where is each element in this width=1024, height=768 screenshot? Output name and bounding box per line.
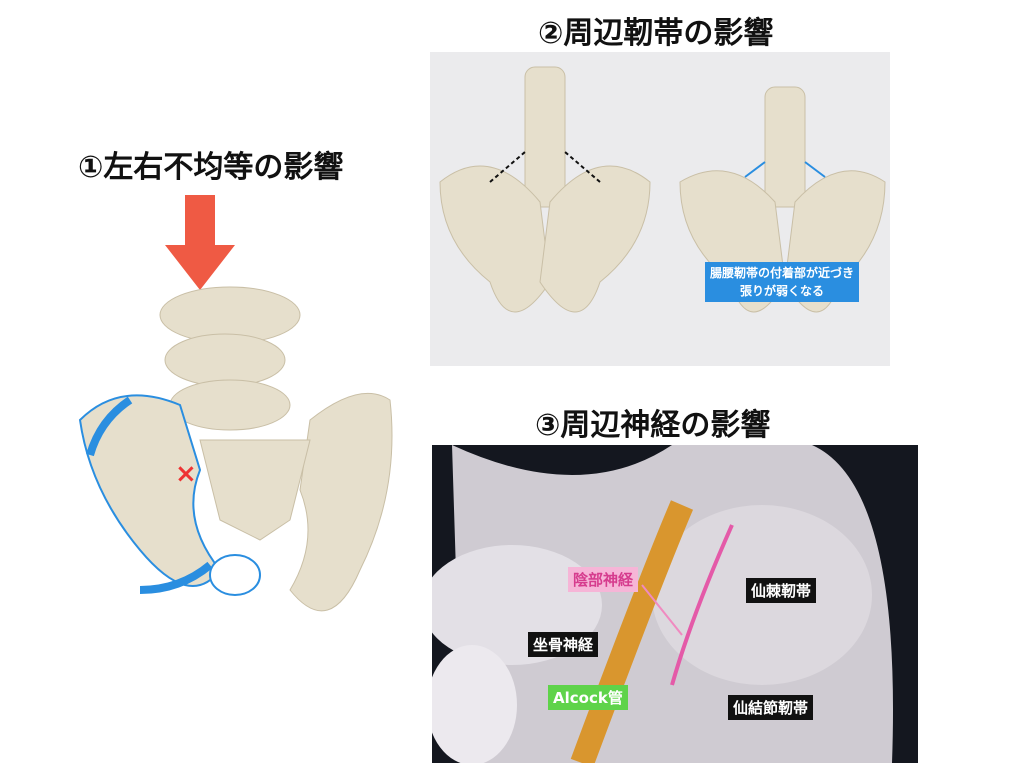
rotation-arrow-icon [86, 396, 133, 457]
ligament-illustration: 腸腰靭帯の付着部が近づき 張りが弱くなる [430, 52, 890, 366]
note-line-1: 腸腰靭帯の付着部が近づき [710, 266, 855, 280]
iliolumbar-note: 腸腰靭帯の付着部が近づき 張りが弱くなる [705, 262, 860, 302]
section1-title: ①左右不均等の影響 [78, 150, 344, 185]
section2-title: ②周辺靭帯の影響 [538, 16, 774, 51]
rotation-arrow-icon [139, 561, 213, 594]
label-sacrospinous-ligament: 仙棘靭帯 [746, 578, 817, 603]
down-arrow-icon [165, 195, 235, 290]
pelvis-asymmetry-illustration: × [78, 195, 393, 612]
label-sciatic-nerve: 坐骨神経 [528, 632, 599, 657]
nerve-illustration: 陰部神経 坐骨神経 Alcock管 仙棘靭帯 仙結節靭帯 [432, 445, 918, 763]
label-alcock-canal: Alcock管 [548, 685, 628, 710]
note-line-2: 張りが弱くなる [740, 284, 825, 298]
label-sacrotuberous-ligament: 仙結節靭帯 [728, 695, 814, 720]
section3-title: ③周辺神経の影響 [535, 408, 771, 443]
label-pudendal-nerve: 陰部神経 [568, 567, 639, 592]
cross-mark-icon: × [175, 459, 197, 489]
